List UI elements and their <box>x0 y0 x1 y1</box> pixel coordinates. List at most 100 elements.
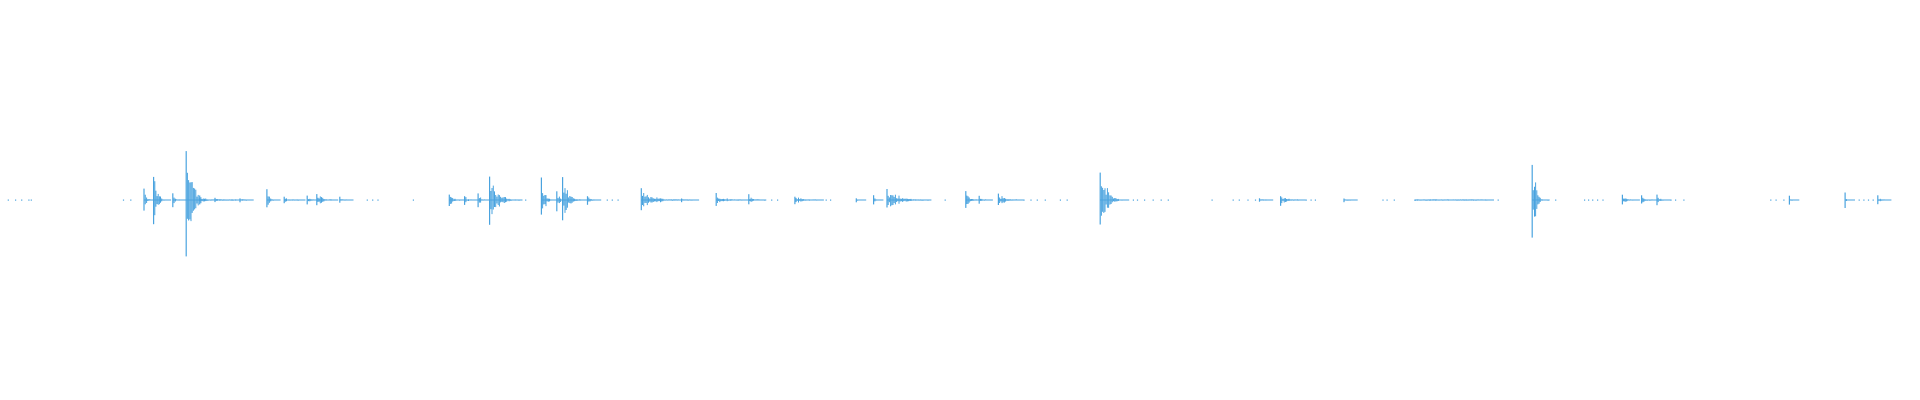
waveform-sample <box>1597 199 1599 201</box>
waveform-burst <box>1279 196 1306 206</box>
waveform-sample <box>7 199 9 201</box>
waveform-burst <box>1099 172 1130 225</box>
waveform-burst <box>1770 199 1791 201</box>
waveform-sample <box>1858 199 1860 201</box>
waveform-sample <box>617 199 619 201</box>
waveform-sample <box>1232 199 1234 201</box>
waveform-sample <box>1314 199 1316 201</box>
waveform-burst <box>1788 195 1800 205</box>
waveform-sample <box>1044 199 1046 201</box>
waveform-sample <box>825 199 827 201</box>
waveform-sample <box>1066 199 1068 201</box>
waveform-sample <box>1305 199 1307 201</box>
waveform-sample <box>1497 199 1499 201</box>
waveform-sample <box>1602 199 1604 201</box>
waveform-sample <box>1683 199 1685 201</box>
waveform-sample <box>764 199 766 201</box>
waveform-burst <box>316 194 339 206</box>
waveform-sample <box>366 199 368 201</box>
waveform-burst <box>855 198 867 203</box>
waveform-sample <box>1310 199 1312 201</box>
waveform-burst <box>283 196 306 204</box>
waveform-sample <box>1670 199 1672 201</box>
waveform-sample <box>372 199 374 201</box>
waveform-burst <box>339 196 354 203</box>
waveform-burst <box>1497 199 1499 201</box>
waveform-sample <box>1152 199 1154 201</box>
waveform-burst <box>366 199 379 201</box>
waveform-burst <box>978 195 993 204</box>
waveform-sample <box>30 199 32 201</box>
waveform-burst <box>122 199 132 201</box>
waveform-burst <box>1640 195 1660 204</box>
waveform-sample <box>611 199 613 201</box>
waveform-burst <box>1343 198 1358 203</box>
waveform-burst <box>561 177 588 221</box>
waveform-burst <box>1547 199 1557 201</box>
waveform-sample <box>830 199 832 201</box>
waveform-burst <box>794 196 824 205</box>
waveform-sample <box>1775 199 1777 201</box>
waveform-burst <box>825 199 832 201</box>
waveform-sample <box>1555 199 1557 201</box>
waveform-burst <box>1584 199 1604 201</box>
waveform-burst <box>1656 194 1671 206</box>
waveform-burst <box>153 176 172 225</box>
waveform-burst <box>680 198 700 203</box>
waveform-sample <box>1584 199 1586 201</box>
waveform-burst <box>1844 192 1855 208</box>
waveform-burst <box>1305 199 1316 201</box>
waveform-sample <box>1167 199 1169 201</box>
waveform-sample <box>1675 199 1677 201</box>
waveform-burst <box>518 199 527 201</box>
waveform-sample <box>15 199 17 201</box>
waveform-sample <box>412 199 414 201</box>
waveform-burst <box>748 194 767 205</box>
waveform-burst <box>1023 199 1046 201</box>
waveform-sample <box>1386 199 1388 201</box>
waveform-burst <box>1258 198 1274 202</box>
waveform-burst <box>21 199 30 201</box>
waveform-sample <box>1547 199 1549 201</box>
waveform-sample <box>1036 199 1038 201</box>
waveform-burst <box>764 199 779 201</box>
waveform-burst <box>1670 199 1685 201</box>
waveform-sample <box>1382 199 1384 201</box>
waveform-sample <box>1393 199 1395 201</box>
waveform-burst <box>1059 199 1068 201</box>
waveform-burst <box>30 199 32 201</box>
waveform-sample <box>28 199 30 201</box>
waveform-burst <box>1877 195 1892 205</box>
waveform-burst <box>997 193 1024 205</box>
waveform-sample <box>1254 199 1257 201</box>
waveform-sample <box>525 199 527 201</box>
waveform-sample <box>1588 199 1590 201</box>
waveform-sample <box>518 199 520 201</box>
waveform-sample <box>1211 199 1213 201</box>
waveform-sample <box>1160 199 1162 201</box>
waveform-sample <box>1023 199 1025 201</box>
waveform-sample <box>21 199 23 201</box>
waveform-burst <box>606 199 619 201</box>
waveform-burst <box>586 196 602 205</box>
waveform-sample <box>1783 199 1785 201</box>
waveform-burst <box>412 199 414 201</box>
waveform-sample <box>606 199 608 201</box>
waveform-sample <box>1132 199 1134 201</box>
waveform-burst <box>1414 199 1494 201</box>
waveform-sample <box>1238 199 1240 201</box>
waveform-burst <box>185 151 212 257</box>
waveform-burst <box>540 177 559 215</box>
waveform-burst <box>1232 199 1257 201</box>
waveform-sample <box>130 199 132 201</box>
waveform-sample <box>1770 199 1772 201</box>
waveform-sample <box>1136 199 1139 201</box>
waveform-sample <box>1059 199 1061 201</box>
waveform-sample <box>771 199 773 201</box>
waveform-burst <box>1531 164 1550 238</box>
waveform-trace <box>7 151 1892 257</box>
waveform-burst <box>944 199 946 201</box>
waveform-sample <box>1592 199 1594 201</box>
